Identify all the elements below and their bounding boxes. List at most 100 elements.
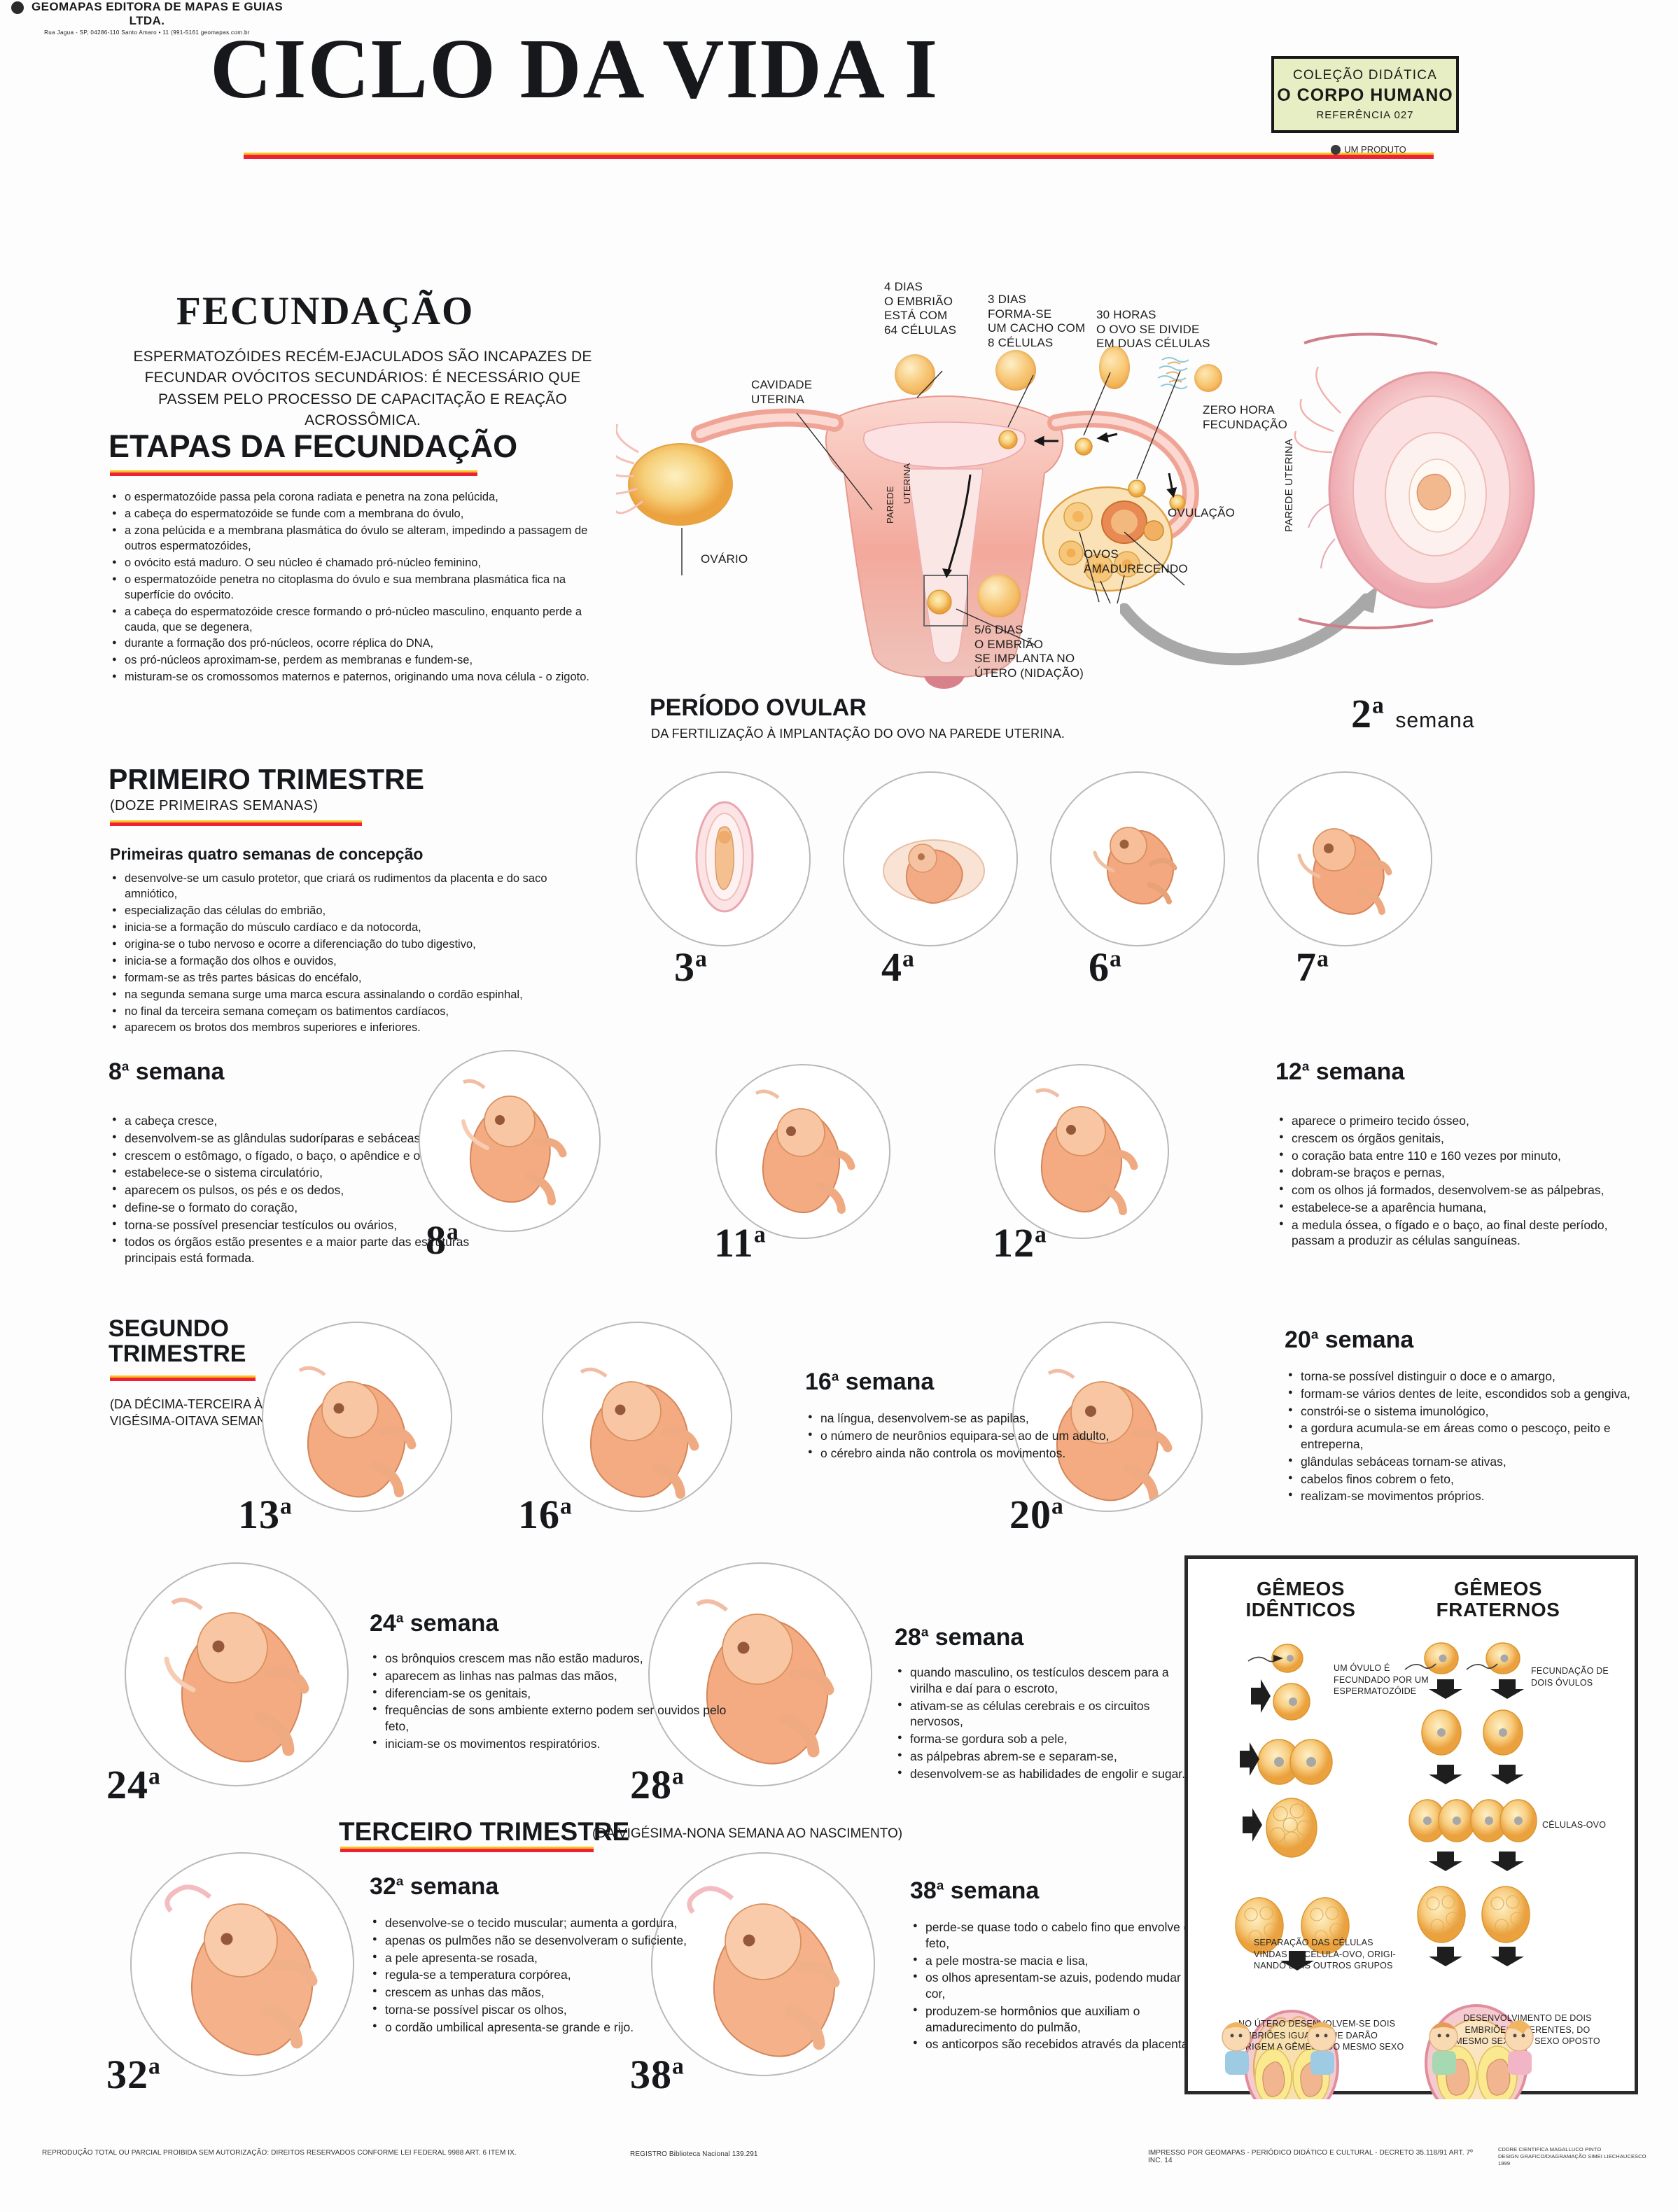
list-item: forma-se gordura sob a pele,	[896, 1731, 1204, 1747]
list-item: torna-se possível presenciar testículos …	[111, 1217, 475, 1233]
reference-box: COLEÇÃO DIDÁTICA O CORPO HUMANO REFERÊNC…	[1271, 56, 1459, 133]
etapas-title: ETAPAS DA FECUNDAÇÃO	[109, 428, 518, 464]
footer-print-info: IMPRESSO POR GEOMAPAS - PERIÓDICO DIDÁTI…	[1148, 2149, 1473, 2164]
list-item: com os olhos já formados, desenvolvem-se…	[1278, 1182, 1642, 1198]
embryo-circle-week-4	[843, 771, 1018, 946]
list-item: ativam-se as células cerebrais e os circ…	[896, 1698, 1204, 1730]
list-item: o número de neurônios equipara-se ao de …	[806, 1428, 1114, 1444]
list-item: a cabeça do espermatozóide cresce forman…	[111, 605, 594, 636]
semana-8-title: 8a semana	[109, 1058, 225, 1085]
list-item: misturam-se os cromossomos maternos e pa…	[111, 670, 594, 685]
week-13-numeral: 13a	[238, 1492, 293, 1537]
producer-label: UM PRODUTO	[1344, 144, 1406, 155]
publisher-logo-icon	[11, 1, 24, 14]
list-item: formam-se vários dentes de leite, escond…	[1287, 1386, 1651, 1402]
fetus-circle-week-13	[262, 1322, 452, 1512]
list-item: apenas os pulmões não se desenvolveram o…	[371, 1933, 700, 1949]
ovum-2-cells	[1099, 346, 1130, 389]
list-item: crescem o estômago, o fígado, o baço, o …	[111, 1148, 475, 1164]
list-item: aparece o primeiro tecido ósseo,	[1278, 1113, 1642, 1129]
list-item: a pele mostra-se macia e lisa,	[911, 1953, 1205, 1969]
list-item: desenvolvem-se as glândulas sudoríparas …	[111, 1130, 475, 1147]
ovum-fertilization	[1194, 364, 1222, 392]
list-item: durante a formação dos pró-núcleos, ocor…	[111, 636, 594, 652]
list-item: frequências de sons ambiente externo pod…	[371, 1702, 728, 1735]
list-item: todos os órgãos estão presentes e a maio…	[111, 1234, 475, 1266]
list-item: estabelece-se o sistema circulatório,	[111, 1165, 475, 1181]
semana-38-title: 38a semana	[910, 1877, 1040, 1904]
primeiro-trimestre-list: desenvolve-se um casulo protetor, que cr…	[111, 872, 601, 1037]
fetus-circle-week-8	[419, 1050, 601, 1232]
week-2-numeral: 2a semana	[1351, 691, 1475, 736]
fecundacao-title: FECUNDAÇÃO	[176, 289, 475, 333]
periodo-ovular-subtitle: DA FERTILIZAÇÃO À IMPLANTAÇÃO DO OVO NA …	[651, 727, 1065, 741]
list-item: desenvolve-se o tecido muscular; aumenta…	[371, 1915, 700, 1931]
list-item: o espermatozóide penetra no citoplasma d…	[111, 573, 594, 603]
page-title: CICLO DA VIDA I	[210, 22, 939, 116]
list-item: as pálpebras abrem-se e separam-se,	[896, 1749, 1204, 1765]
footer-copyright: REPRODUÇÃO TOTAL OU PARCIAL PROIBIDA SEM…	[42, 2149, 517, 2157]
list-item: na segunda semana surge uma marca escura…	[111, 988, 601, 1003]
list-item: iniciam-se os movimentos respiratórios.	[371, 1736, 728, 1752]
semana-32-title: 32a semana	[370, 1873, 499, 1900]
collection-name: O CORPO HUMANO	[1277, 85, 1453, 105]
list-item: desenvolve-se um casulo protetor, que cr…	[111, 872, 601, 902]
list-item: o cordão umbilical apresenta-se grande e…	[371, 2019, 700, 2036]
list-item: a pele apresenta-se rosada,	[371, 1950, 700, 1966]
list-item: os brônquios crescem mas não estão madur…	[371, 1651, 728, 1667]
week-11-numeral: 11a	[714, 1220, 767, 1266]
list-item: realizam-se movimentos próprios.	[1287, 1488, 1651, 1504]
primeiro-trimestre-rule	[110, 820, 362, 826]
semana-16-title: 16a semana	[805, 1368, 935, 1395]
list-item: no final da terceira semana começam os b…	[111, 1004, 601, 1020]
fetus-circle-week-16	[542, 1322, 732, 1512]
week-8-numeral: 8a	[426, 1217, 459, 1263]
semana-24-title: 24a semana	[370, 1610, 499, 1637]
fetus-circle-week-12	[994, 1064, 1169, 1239]
list-item: constrói-se o sistema imunológico,	[1287, 1404, 1651, 1420]
list-item: quando masculino, os testículos descem p…	[896, 1665, 1204, 1697]
collection-label: COLEÇÃO DIDÁTICA	[1292, 68, 1438, 83]
footer-registro: REGISTRO Biblioteca Nacional 139.291	[630, 2150, 758, 2158]
terceiro-trimestre-title: TERCEIRO TRIMESTRE	[339, 1817, 630, 1846]
list-item: torna-se possível piscar os olhos,	[371, 2002, 700, 2018]
list-item: o coração bata entre 110 e 160 vezes por…	[1278, 1148, 1642, 1164]
list-item: inicia-se a formação do músculo cardíaco…	[111, 920, 601, 936]
week-38-numeral: 38a	[630, 2052, 685, 2097]
list-item: define-se o formato do coração,	[111, 1200, 475, 1216]
list-item: aparecem os brotos dos membros superiore…	[111, 1021, 601, 1036]
label-ovulacao: OVULAÇÃO	[1168, 506, 1236, 519]
producer-logo-icon	[1331, 144, 1341, 155]
semana-32-list: desenvolve-se o tecido muscular; aumenta…	[371, 1915, 700, 2036]
list-item: formam-se as três partes básicas do encé…	[111, 971, 601, 986]
list-item: o cérebro ainda não controla os moviment…	[806, 1446, 1114, 1462]
segundo-trimestre-subtitle: (DA DÉCIMA-TERCEIRA À VIGÉSIMA-OITAVA SE…	[110, 1397, 279, 1428]
list-item: o espermatozóide passa pela corona radia…	[111, 490, 594, 505]
producer-credit: UM PRODUTO	[1288, 144, 1449, 155]
title-underline-rule	[244, 153, 1434, 159]
fetus-circle-week-24	[125, 1562, 349, 1786]
segundo-trimestre-rule	[110, 1376, 256, 1381]
list-item: produzem-se hormônios que auxiliam o ama…	[911, 2003, 1205, 2036]
week-7-numeral: 7a	[1296, 944, 1329, 990]
week-3-numeral: 3a	[674, 944, 708, 990]
label-ovario: OVÁRIO	[701, 552, 748, 566]
list-item: glândulas sebáceas tornam-se ativas,	[1287, 1454, 1651, 1470]
semana-12-title: 12a semana	[1275, 1058, 1405, 1085]
fraternal-note-2: CÉLULAS-OVO	[1542, 1820, 1607, 1830]
semana-12-list: aparece o primeiro tecido ósseo,crescem …	[1278, 1113, 1642, 1250]
fetus-circle-week-32	[130, 1852, 354, 2076]
fetus-circle-week-38	[651, 1852, 875, 2076]
primeiras-quatro-semanas-heading: Primeiras quatro semanas de concepção	[110, 845, 424, 863]
semana-38-list: perde-se quase todo o cabelo fino que en…	[911, 1919, 1205, 2054]
embryo-circle-week-3	[636, 771, 811, 946]
list-item: aparecem as linhas nas palmas das mãos,	[371, 1668, 728, 1684]
